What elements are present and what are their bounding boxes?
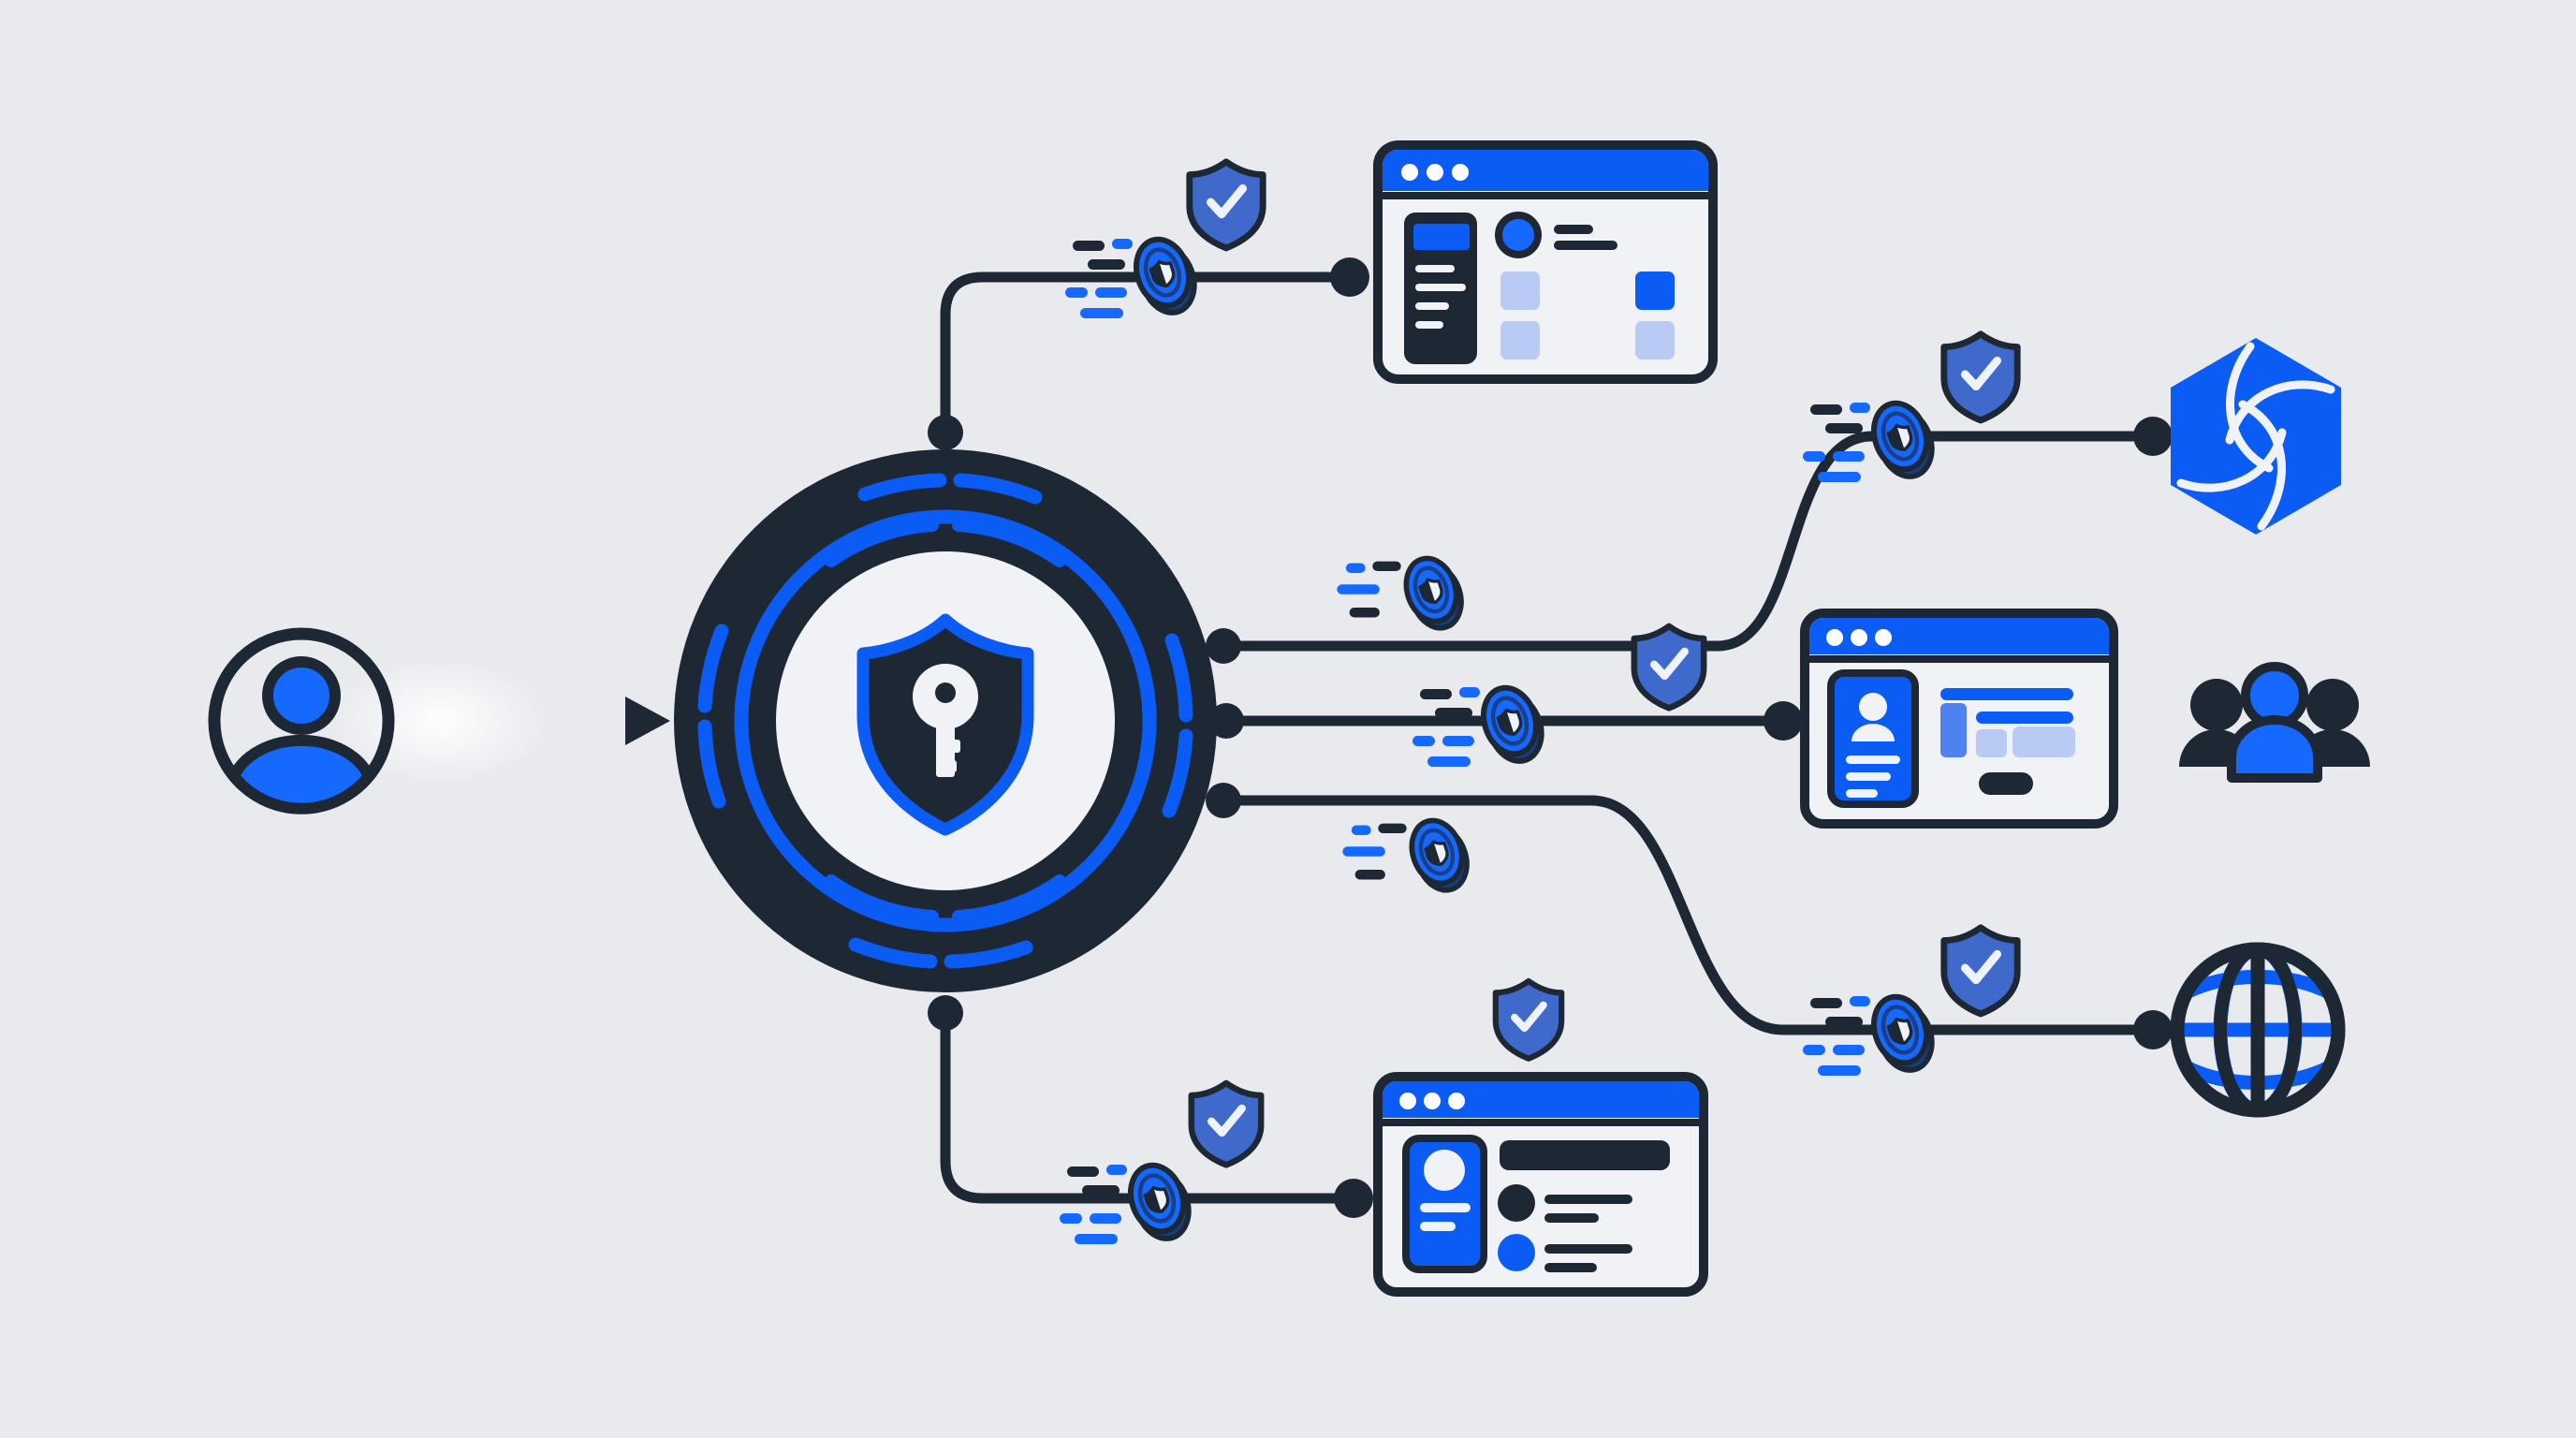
globe-icon[interactable]	[2170, 942, 2346, 1118]
endpoint-dot-profile	[1764, 701, 1803, 741]
identity-hub[interactable]	[674, 449, 1217, 992]
window-titlebar	[1383, 1081, 1699, 1118]
connection-aperture	[1218, 431, 2159, 652]
window-content	[1940, 688, 2075, 795]
verified-shield-badge	[1944, 334, 2017, 420]
key-hole	[935, 682, 956, 703]
window-content	[1495, 212, 1675, 360]
users-group-icon[interactable]	[2179, 662, 2370, 783]
aperture-hexagon-icon[interactable]	[2171, 338, 2341, 535]
sidebar-active-item[interactable]	[1413, 224, 1470, 250]
connector-endpoint-dots	[928, 257, 2173, 1218]
profile-window[interactable]	[1800, 609, 2118, 829]
verified-shield-badge	[1190, 162, 1263, 248]
window-sidebar	[1404, 213, 1477, 364]
window-dots	[1399, 1093, 1465, 1109]
endpoint-dot-aperture	[2133, 417, 2173, 456]
list-item[interactable]	[1498, 1234, 1632, 1272]
port-lower-right-dot	[1206, 783, 1241, 818]
connection-globe	[1218, 795, 2159, 1035]
card-window[interactable]	[1373, 1072, 1708, 1297]
port-upper-right-dot	[1206, 628, 1241, 664]
endpoint-dot-dashboard	[1330, 257, 1369, 297]
endpoint-dot-card	[1334, 1179, 1373, 1218]
hub-inner-dashed-ring	[825, 519, 1066, 923]
port-top-dot	[928, 415, 963, 450]
verified-shield-badge	[1944, 928, 2017, 1014]
port-middle-right-dot	[1208, 703, 1244, 739]
verified-shield-badge	[1634, 626, 1704, 708]
verified-shield-badge	[1192, 1083, 1261, 1165]
window-dots	[1401, 164, 1469, 181]
endpoint-dot-globe	[2133, 1010, 2173, 1049]
shield-key-icon	[856, 613, 1034, 836]
verified-shield-badge	[1496, 981, 1561, 1059]
list-item[interactable]	[1498, 1184, 1632, 1223]
hub-solid-ring	[734, 509, 1157, 932]
window-dots	[1826, 629, 1892, 646]
content-header-bar	[1500, 1140, 1670, 1170]
connection-dashboard	[940, 271, 1355, 438]
hub-outer-dashed-ring	[697, 473, 1193, 969]
port-bottom-dot	[928, 995, 963, 1031]
profile-card	[1827, 669, 1919, 808]
window-content	[1498, 1140, 1670, 1272]
connection-card	[940, 1007, 1359, 1204]
dashboard-window[interactable]	[1373, 140, 1718, 384]
window-titlebar	[1383, 150, 1708, 191]
profile-card	[1402, 1135, 1487, 1273]
user-avatar-icon[interactable]	[208, 627, 395, 814]
